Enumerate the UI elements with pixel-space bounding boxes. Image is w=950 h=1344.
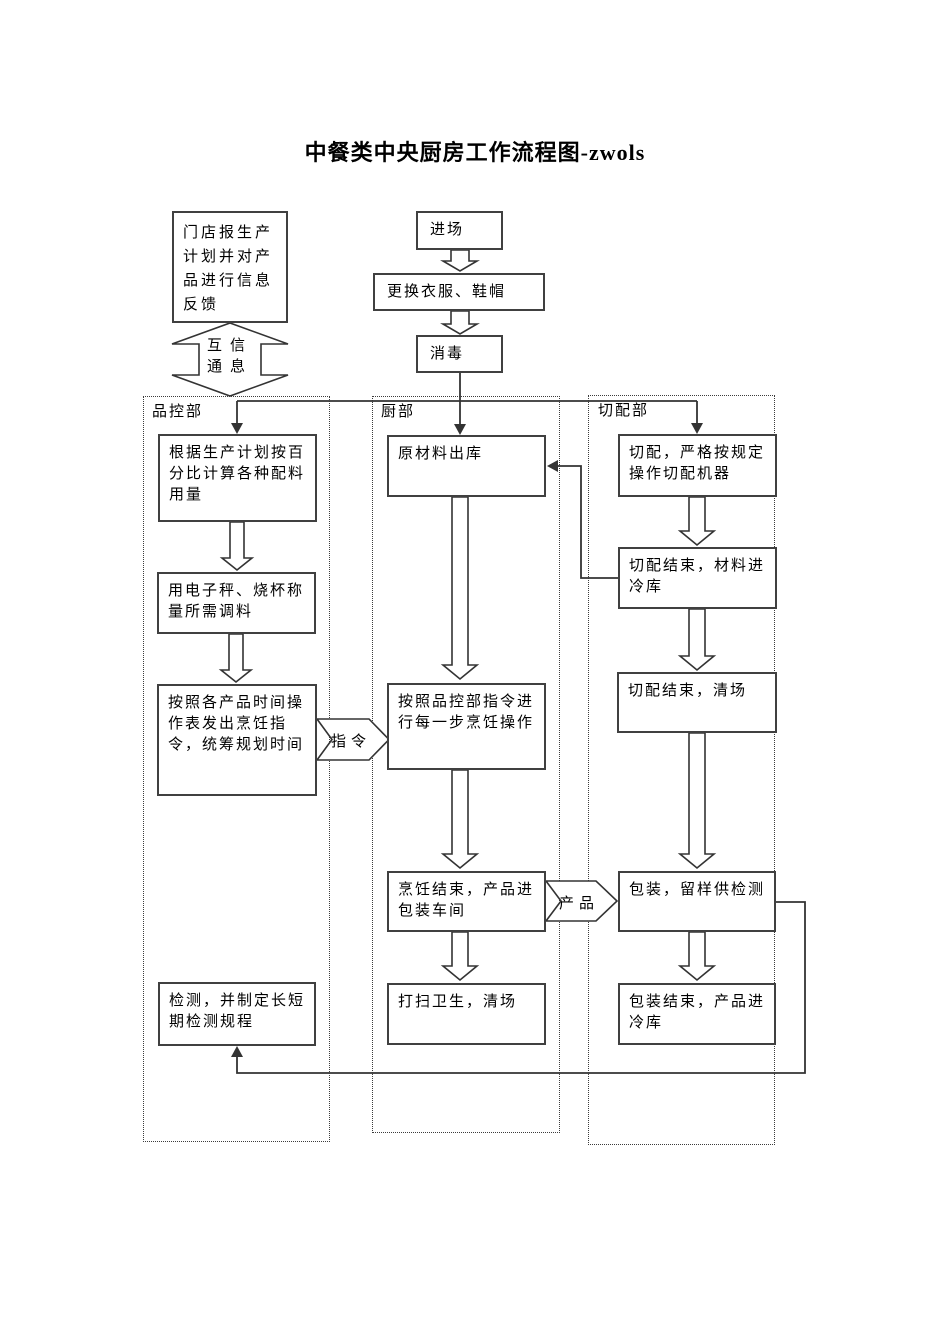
arrow-materialout-to-cook [440,496,480,681]
arrow-calc-to-weigh [219,521,255,572]
arrow-cookdone-to-clean [440,931,480,982]
arrow-cut-to-cutdonecold [677,496,717,547]
clean-box: 打扫卫生，清场 [387,983,546,1045]
arrow-change-to-disinfect [440,310,480,335]
cook-box: 按照品控部指令进行每一步烹饪操作 [387,683,546,770]
instruction-arrow-label: 指令 [330,734,371,750]
arrowhead-into-materialout [454,424,466,435]
store-feedback-box: 门店报生产计划并对产品进行信息反馈 [172,211,288,323]
arrowhead-into-materialout-side [547,460,558,472]
change-clothes-box: 更换衣服、鞋帽 [373,273,545,311]
inspect-box: 检测，并制定长短期检测规程 [158,982,316,1046]
material-out-box: 原材料出库 [387,435,546,497]
arrow-enter-to-change [440,249,480,272]
cut-box: 切配，严格按规定操作切配机器 [618,434,777,497]
column-kitchen-frame [372,396,560,1133]
mutual-info-arrow-shape [171,322,289,397]
schedule-box: 按照各产品时间操作表发出烹饪指令，统筹规划时间 [157,684,317,796]
cook-done-box: 烹饪结束，产品进包装车间 [387,871,546,932]
enter-box: 进场 [416,211,503,250]
column-kitchen-label: 厨部 [381,404,416,420]
arrow-pack-to-packdone [677,931,717,982]
column-quality-label: 品控部 [152,404,204,420]
arrow-weigh-to-schedule [218,633,254,684]
page-title: 中餐类中央厨房工作流程图-zwols [304,140,646,165]
column-quality-frame [143,396,330,1142]
product-arrow-shape [544,880,619,922]
feedback-line [236,901,806,1074]
weigh-box: 用电子秤、烧杯称量所需调料 [157,572,316,634]
arrowhead-into-calc [231,423,243,434]
cut-done-cold-box: 切配结束，材料进冷库 [618,547,777,609]
pack-box: 包装，留样供检测 [618,871,776,932]
arrowhead-into-cut [691,423,703,434]
pack-done-box: 包装结束，产品进冷库 [618,983,776,1045]
cold-to-materialout-line [554,465,618,579]
calc-box: 根据生产计划按百分比计算各种配料用量 [158,434,317,522]
column-cutting-label: 切配部 [598,403,650,419]
cut-done-clear-box: 切配结束，清场 [617,672,777,733]
column-cutting-frame [588,395,775,1145]
arrow-cutdonecold-to-cutdoneclear [677,608,717,672]
mutual-info-label: 互信 通息 [206,338,253,375]
instruction-arrow-shape [315,718,391,761]
arrowhead-into-inspect [231,1046,243,1057]
disinfect-box: 消毒 [416,335,503,373]
arrow-cook-to-cookdone [440,769,480,870]
product-arrow-label: 产品 [558,896,599,912]
arrow-cutdoneclear-to-pack [677,732,717,870]
